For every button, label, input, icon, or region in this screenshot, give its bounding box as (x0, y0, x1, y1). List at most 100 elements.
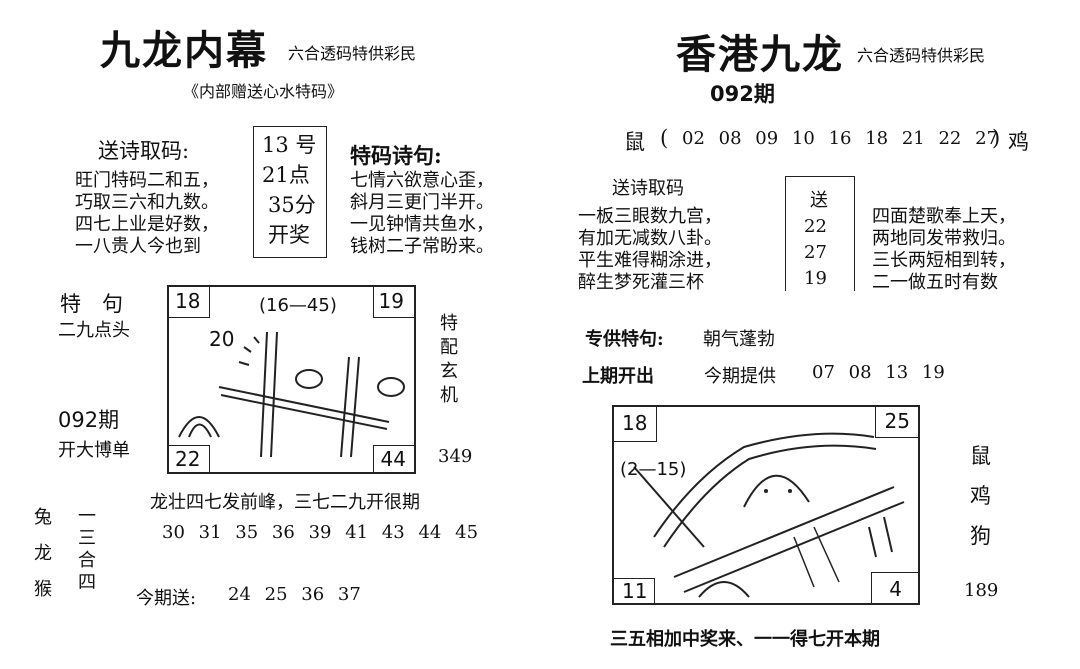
rat-close-paren: ) (992, 126, 1001, 150)
left-poem-line: 旺门特码二和五， (75, 170, 219, 191)
draw-time-line: 35分 (268, 193, 316, 217)
right-poem2-line: 二一做五时有数 (872, 272, 998, 293)
number-item: 39 (308, 522, 332, 543)
combo-char: 四 (78, 572, 96, 593)
right-sketch-note: (2—15) (620, 459, 687, 480)
right-poem2-line: 四面楚歌奉上天， (872, 206, 1016, 227)
right-tagline: 六合透码特供彩民 (857, 46, 986, 65)
left-special-poem-header: 特码诗句: (350, 143, 442, 168)
send-head: 送 (810, 190, 828, 211)
left-title: 九龙内幕 (100, 27, 268, 74)
rat-number: 27 (975, 128, 999, 149)
right-sketch-corner-box (871, 572, 918, 603)
number-item: 35 (235, 522, 259, 543)
left-numbers: 30 31 35 36 39 41 43 44 45 (162, 522, 478, 543)
special-poem-line: 一见钟情共鱼水， (350, 214, 494, 235)
right-zodiac-item: 狗 (970, 524, 991, 548)
draw-time-line: 13 号 (262, 133, 317, 157)
left-sketch-corner-box (373, 287, 414, 318)
left-sketch-br: 44 (380, 447, 406, 471)
draw-time-box (253, 126, 327, 258)
right-zodiac-item: 鸡 (970, 484, 991, 508)
number-item: 31 (198, 522, 222, 543)
left-sketch-note: (16—45) (259, 295, 337, 316)
rat-open-paren: ( (660, 126, 669, 150)
right-send-number: 22 (804, 216, 827, 237)
current-numbers: 07 08 13 19 (812, 362, 945, 383)
left-sketch-corner-box (169, 445, 210, 472)
special-poem-line: 斜月三更门半开。 (350, 192, 494, 213)
side-char: 配 (440, 337, 458, 358)
left-sketch: 18 19 22 44 (16—45) 20 (167, 285, 416, 474)
draw-time-line: 开奖 (268, 223, 310, 247)
right-poem2-line: 三长两短相到转， (872, 250, 1016, 271)
side-char: 特 (440, 313, 458, 334)
right-sketch-drawing (633, 432, 905, 598)
send-number: 36 (301, 584, 325, 605)
side-chars: 特 配 玄 机 (440, 312, 458, 408)
left-verse: 龙壮四七发前峰，三七二九开很期 (150, 492, 420, 513)
right-sketch-tl: 18 (622, 411, 648, 435)
send-box (785, 176, 855, 291)
right-poem-line: 平生难得糊涂进， (578, 250, 722, 271)
right-sketch-br: 4 (889, 577, 902, 601)
right-sketch-corner-box (614, 578, 655, 603)
right-sketch-bl: 11 (622, 579, 648, 603)
rat-number: 08 (718, 128, 742, 149)
right-title: 香港九龙 (676, 31, 844, 78)
draw-time-line: 21点 (262, 163, 310, 187)
left-sketch-scribble: 20 (209, 327, 235, 351)
special-poem-line: 七情六欲意心歪， (350, 170, 494, 191)
right-sketch-tr: 25 (884, 409, 910, 433)
left-subtitle: 《内部赠送心水特码》 (183, 82, 344, 101)
left-poem: 旺门特码二和五， 巧取三六和九数。 四七上业是好数， 一八贵人今也到 (75, 170, 219, 258)
left-poem-header: 送诗取码: (98, 139, 190, 163)
number-item: 44 (418, 522, 442, 543)
rooster-label: 鸡 (1008, 130, 1029, 154)
right-poem-line: 醉生梦死灌三杯 (578, 272, 704, 293)
right-poem: 一板三眼数九宫， 有加无减数八卦。 平生难得糊涂进， 醉生梦死灌三杯 (578, 206, 722, 294)
big-small: 开大博单 (58, 440, 130, 461)
draw-time: 13 号 21点 35分 开奖 (262, 130, 316, 250)
current-label: 今期提供 (704, 366, 776, 387)
right-side-number: 189 (964, 580, 999, 601)
zodiac-item: 猴 (34, 579, 52, 600)
right-send-number: 19 (804, 268, 827, 289)
left-special-poem: 七情六欲意心歪， 斜月三更门半开。 一见钟情共鱼水， 钱树二子常盼来。 (350, 170, 494, 258)
rat-number: 18 (865, 128, 889, 149)
rat-number: 21 (901, 128, 925, 149)
right-poem-line: 一板三眼数九宫， (578, 206, 722, 227)
right-sketch: 18 25 11 4 (2—15) (612, 405, 920, 605)
left-sketch-tr: 19 (378, 289, 404, 313)
combo-char: 三 (78, 528, 96, 549)
special-phrase: 二九点头 (58, 320, 130, 341)
last-label: 上期开出 (582, 366, 654, 387)
left-poem-line: 巧取三六和九数。 (75, 192, 219, 213)
number-item: 36 (271, 522, 295, 543)
current-number: 07 (812, 362, 835, 383)
zodiac-item: 兔 (34, 507, 52, 528)
send-numbers: 24 25 36 37 (228, 584, 361, 605)
number-item: 45 (455, 522, 479, 543)
number-item: 41 (345, 522, 369, 543)
send-number: 37 (337, 584, 361, 605)
rat-label: 鼠 (624, 130, 645, 154)
left-sketch-corner-box (169, 287, 210, 318)
right-poem-header: 送诗取码 (612, 178, 684, 199)
right-special-phrase: 朝气蓬勃 (703, 329, 775, 350)
left-side-number: 349 (438, 446, 473, 467)
rat-number: 02 (682, 128, 705, 149)
number-item: 30 (162, 522, 185, 543)
current-number: 13 (885, 362, 909, 383)
number-item: 43 (381, 522, 405, 543)
right-send-number: 27 (804, 242, 827, 263)
rat-numbers: 02 08 09 10 16 18 21 22 27 (682, 128, 998, 149)
special-phrase-label: 特 句 (60, 292, 123, 316)
special-poem-line: 钱树二子常盼来。 (350, 236, 494, 257)
left-poem-line: 一八贵人今也到 (75, 236, 201, 257)
left-sketch-corner-box (373, 445, 414, 472)
left-sketch-tl: 18 (175, 289, 201, 313)
current-number: 19 (921, 362, 945, 383)
send-number: 24 (228, 584, 251, 605)
left-sketch-drawing (178, 331, 405, 458)
